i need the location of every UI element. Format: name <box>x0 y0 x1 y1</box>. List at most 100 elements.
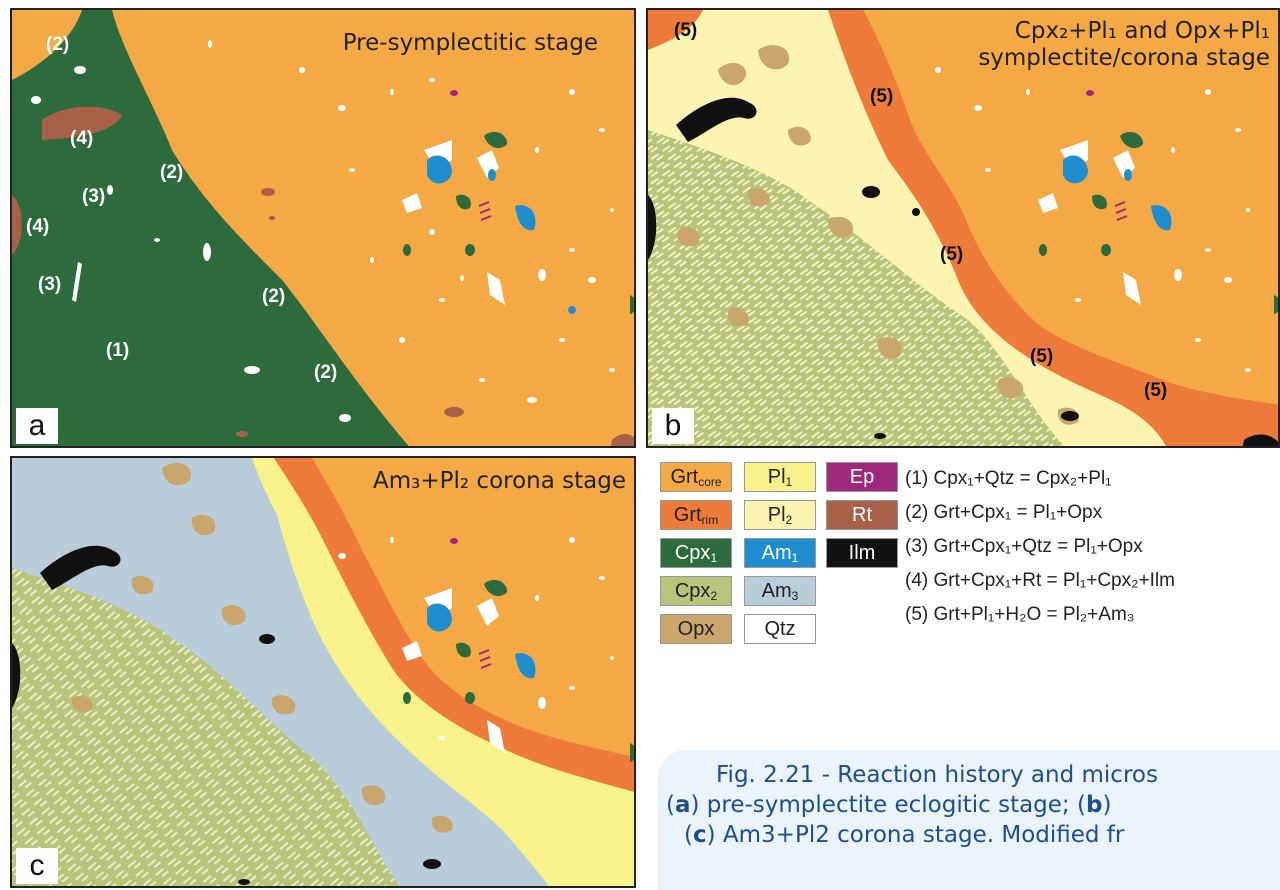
panel-b-title: Cpx₂+Pl₁ and Opx+Pl₁ symplectite/corona … <box>978 18 1270 72</box>
legend-item-pl1: Pl1 <box>744 462 816 492</box>
qtz-grain <box>31 96 41 104</box>
legend-item-cpx2: Cpx2 <box>660 576 732 606</box>
ilm-grain <box>423 859 441 869</box>
qtz-grain <box>203 243 211 261</box>
qtz-grain <box>74 66 86 74</box>
ilm-grain <box>676 97 757 142</box>
caption-ref-a: a <box>674 792 691 818</box>
panel-b-title-line1: Cpx₂+Pl₁ and Opx+Pl₁ <box>1014 18 1270 44</box>
panel-c-title: Am₃+Pl₂ corona stage <box>373 468 626 494</box>
panel-b-map <box>648 10 1278 446</box>
annotation: (4) <box>26 216 50 237</box>
am1-grain <box>515 653 536 679</box>
annotation: (1) <box>106 340 130 361</box>
qtz-scatter <box>208 40 615 403</box>
qtz-grain <box>1038 193 1058 213</box>
am1-grain <box>568 306 576 314</box>
ilm-grain <box>648 195 657 260</box>
panel-a-label: a <box>16 408 58 444</box>
qtz-grain <box>72 262 82 302</box>
cpx1-grain <box>465 692 475 704</box>
cpx1-grain <box>1120 131 1143 149</box>
qtz-grain <box>107 185 113 195</box>
ep-grain <box>450 90 458 96</box>
ep-grain <box>450 538 458 544</box>
am1-grain <box>488 169 496 181</box>
reaction-2: (2) Grt+Cpx₁ = Pl₁+Opx <box>905 502 1103 523</box>
qtz-grain <box>477 598 499 626</box>
qtz-grain <box>1123 272 1141 305</box>
panel-b-label: b <box>652 408 694 444</box>
panel-c-label: c <box>16 848 58 884</box>
rt-grain <box>42 106 122 140</box>
caption-line-2: (a) pre-symplectite eclogitic stage; (b) <box>666 792 1112 818</box>
caption-ref-b: b <box>1085 792 1103 818</box>
grt-corner <box>12 10 82 80</box>
ilm-grain <box>1242 434 1278 446</box>
legend-item-pl2: Pl2 <box>744 500 816 530</box>
cpx1-grain <box>456 642 471 658</box>
qtz-grain <box>339 414 351 422</box>
annotation: (5) <box>1030 346 1054 367</box>
annotation: (5) <box>674 20 698 41</box>
ilm-grain <box>40 545 121 590</box>
panel-a-title: Pre-symplectitic stage <box>342 30 598 56</box>
caption-ref-c: c <box>692 822 707 848</box>
cpx1-grain <box>1039 244 1047 256</box>
cpx1-grain <box>484 131 507 149</box>
cpx1-grain <box>630 295 634 314</box>
annotation: (2) <box>160 162 184 183</box>
annotation: (3) <box>38 274 62 295</box>
pl1-band <box>262 458 634 886</box>
grt-rim <box>648 10 703 50</box>
rt-grain <box>610 434 634 446</box>
ep-grain <box>1114 201 1128 221</box>
panel-b: Cpx₂+Pl₁ and Opx+Pl₁ symplectite/corona … <box>646 8 1280 448</box>
legend-item-ilm: Ilm <box>826 538 898 568</box>
rt-grain <box>261 188 275 196</box>
rt-grain <box>269 216 275 220</box>
legend-item-grt-rim: Grtrim <box>660 500 732 530</box>
ilm-grain <box>238 879 250 885</box>
am1-grain <box>427 155 452 184</box>
qtz-grain <box>487 272 505 305</box>
legend-item-opx: Opx <box>660 614 732 644</box>
am1-grain <box>515 205 536 231</box>
reaction-1: (1) Cpx₁+Qtz = Cpx₂+Pl₁ <box>905 468 1112 489</box>
legend-item-am3: Am3 <box>744 576 816 606</box>
cpx2-symplectite <box>12 568 400 886</box>
qtz-scatter <box>935 67 1251 372</box>
annotation: (3) <box>82 186 106 207</box>
annotation: (5) <box>870 86 894 107</box>
rt-grain <box>444 407 464 417</box>
annotation: (5) <box>1144 380 1168 401</box>
cpx1-domain <box>12 10 409 446</box>
reaction-5: (5) Grt+Pl₁+H₂O = Pl₂+Am₃ <box>905 604 1135 625</box>
qtz-grain <box>402 193 422 213</box>
ilm-grain <box>259 634 275 644</box>
ilm-grain <box>1061 411 1079 421</box>
qtz-grain <box>402 641 422 661</box>
cpx1-grain <box>1101 244 1111 256</box>
ep-grain <box>478 649 492 669</box>
cpx1-grain <box>403 244 411 256</box>
cpx1-grain <box>456 194 471 210</box>
ep-grain <box>478 201 492 221</box>
ilm-grain <box>912 208 920 216</box>
qtz-grain <box>154 238 160 242</box>
panel-a: Pre-symplectitic stage a (2) (4) (3) (4)… <box>10 8 636 448</box>
cpx1-grain <box>1274 295 1278 314</box>
caption-line-3: (c) Am3+Pl2 corona stage. Modified fr <box>684 822 1125 848</box>
panel-b-title-line2: symplectite/corona stage <box>978 45 1270 71</box>
caption-line-1: Fig. 2.21 - Reaction history and micros <box>716 762 1158 788</box>
cpx1-grain <box>630 743 634 762</box>
grt-core <box>312 458 634 758</box>
annotation: (2) <box>314 362 338 383</box>
cpx1-grain <box>484 579 507 597</box>
annotation: (5) <box>940 244 964 265</box>
legend-item-cpx1: Cpx1 <box>660 538 732 568</box>
am1-grain <box>1151 205 1172 231</box>
legend-item-grt-core: Grtcore <box>660 462 732 492</box>
ep-grain <box>1086 90 1094 96</box>
cpx1-grain <box>1092 194 1107 210</box>
